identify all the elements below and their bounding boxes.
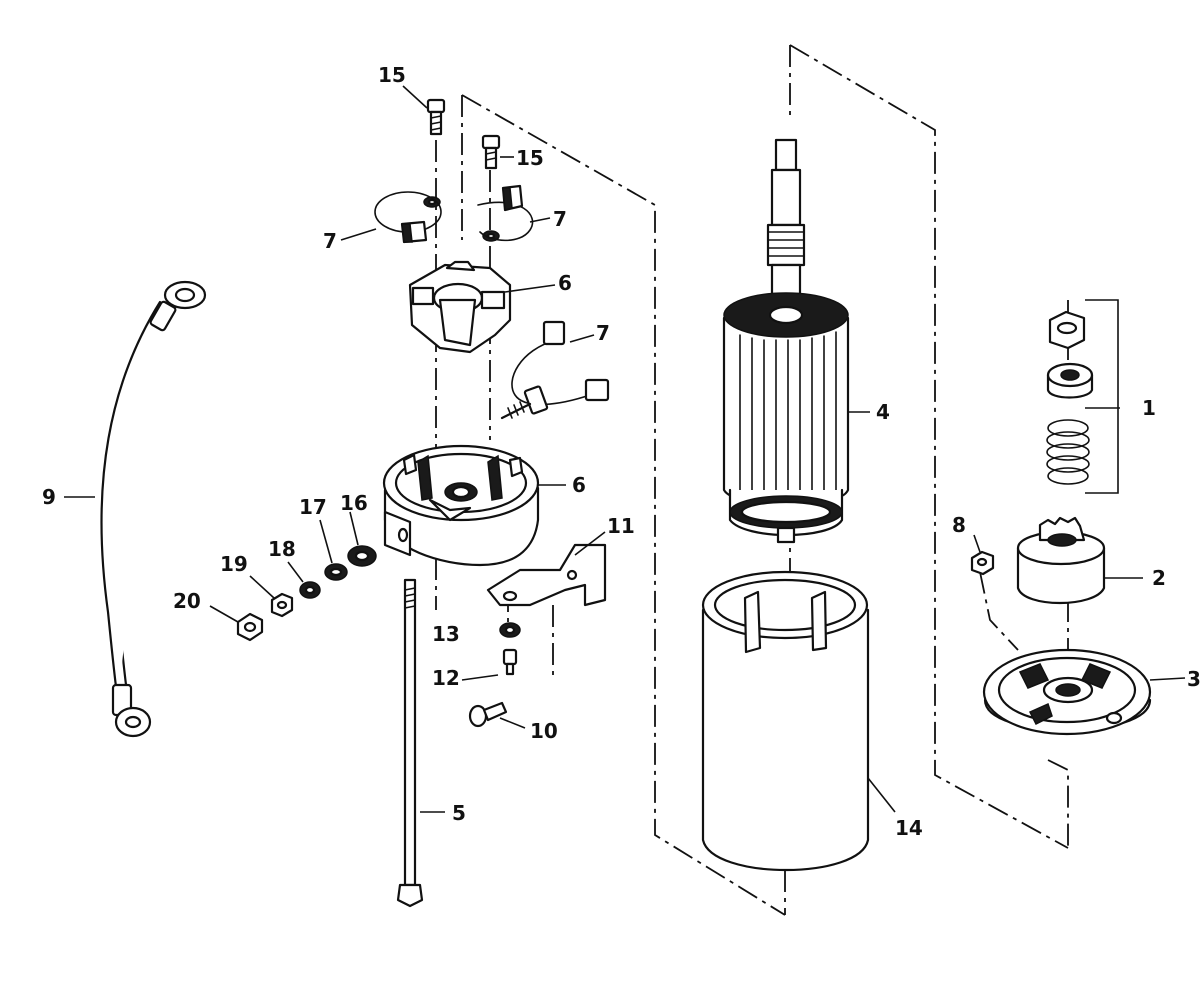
part-drive-spring [1046,419,1090,485]
callout-6-brush-holder: 6 [558,271,572,295]
callout-16: 16 [340,491,368,515]
part-nut-8 [970,550,995,576]
part-screw-10 [468,701,508,728]
part-drive-spacer [1046,362,1094,399]
part-armature [722,138,850,544]
part-through-bolt [396,578,424,908]
callout-11: 11 [607,514,635,538]
part-brush-spring-right [477,184,534,242]
callout-15-right: 15 [516,146,544,170]
callout-17: 17 [299,495,327,519]
part-end-cap [382,444,540,567]
part-nut-20 [236,612,264,642]
callout-2: 2 [1152,566,1166,590]
callout-4: 4 [876,400,890,424]
callout-7-left: 7 [323,229,337,253]
callout-20: 20 [173,589,201,613]
part-washer-16 [347,545,377,567]
callout-5: 5 [452,801,466,825]
part-screw-top-right [481,134,501,170]
callout-15-top: 15 [378,63,406,87]
part-field-frame [701,570,870,872]
leader-lines [64,85,1186,813]
armature-slots [739,331,837,504]
callout-19: 19 [220,552,248,576]
part-nut-19 [270,592,294,618]
callout-9: 9 [42,485,56,509]
part-bracket-bar-1 [1085,299,1119,494]
part-drive-nut [1048,310,1086,350]
part-lock-washers-top [423,196,500,242]
part-washer-17 [324,563,348,581]
part-mounting-bracket [486,543,607,607]
callout-7-lead: 7 [596,321,610,345]
part-brush-spring-left [374,191,442,244]
part-lock-washer-12 [499,622,521,638]
callout-18: 18 [268,537,296,561]
callout-7-right: 7 [553,207,567,231]
part-drive-end-cap [982,648,1152,736]
callout-1: 1 [1142,396,1156,420]
part-brush-holder [408,260,512,354]
callout-3: 3 [1187,667,1200,691]
callout-12: 12 [432,666,460,690]
callout-labels: 15 15 7 7 6 7 6 9 11 4 1 8 2 3 16 17 18 … [42,63,1200,840]
part-screw-12 [502,648,518,676]
callout-6-end-cap: 6 [572,473,586,497]
callout-13: 13 [432,622,460,646]
part-drive-pinion [1016,516,1106,604]
part-brush-lead-assembly [500,320,610,420]
part-screw-top-left [426,98,446,136]
part-washer-18 [299,581,321,599]
part-battery-cable [100,280,207,738]
callout-8: 8 [952,513,966,537]
callout-10: 10 [530,719,558,743]
callout-14: 14 [895,816,923,840]
